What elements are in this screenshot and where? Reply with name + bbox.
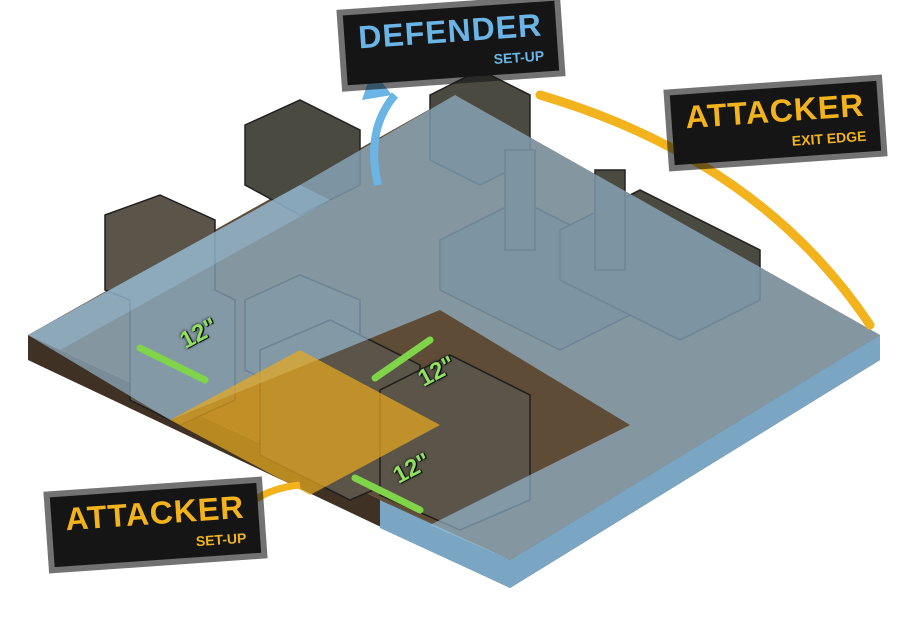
attacker-setup-zone: [170, 350, 440, 495]
distance-arrows: [136, 336, 434, 514]
attacker-exit-label: ATTACKER EXIT EDGE: [669, 80, 882, 166]
defender-setup-zone: [28, 95, 880, 560]
defender-arrow: [370, 92, 399, 186]
defender-title: DEFENDER: [357, 6, 544, 56]
defender-setup-label: DEFENDER SET-UP: [342, 0, 560, 86]
attacker-setup-title: ATTACKER: [64, 488, 246, 538]
attacker-setup-label: ATTACKER SET-UP: [49, 482, 262, 568]
defender-left-strip: [28, 185, 330, 350]
attacker-exit-title: ATTACKER: [684, 86, 866, 136]
attacker-exit-edge-arrow: [535, 90, 875, 330]
